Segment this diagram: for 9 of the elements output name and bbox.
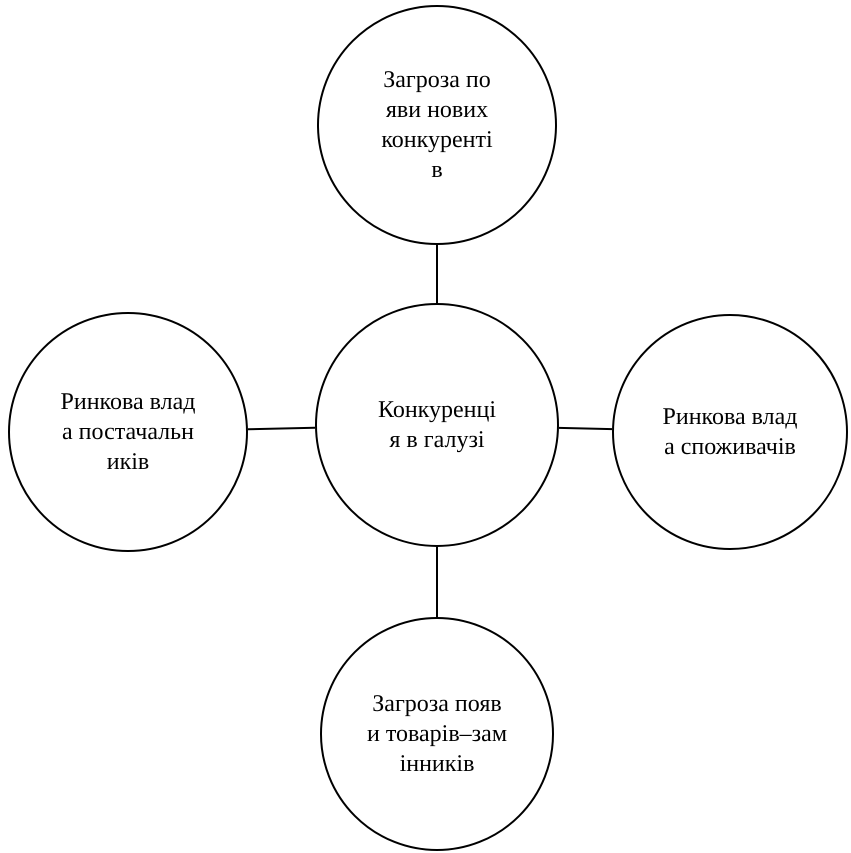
connector-line xyxy=(436,245,438,303)
connector-line xyxy=(248,426,316,430)
connector-line xyxy=(558,426,612,430)
connector-line xyxy=(436,547,438,617)
node-label: Ринкова влада постачальників xyxy=(60,388,196,477)
node-label: Конкуренція в галузі xyxy=(377,396,497,455)
node-label: Загроза появи товарів–замінників xyxy=(367,690,507,779)
node-label: Ринкова влада споживачів xyxy=(662,403,798,462)
node-label: Загроза появи нових конкурентів xyxy=(380,66,494,185)
